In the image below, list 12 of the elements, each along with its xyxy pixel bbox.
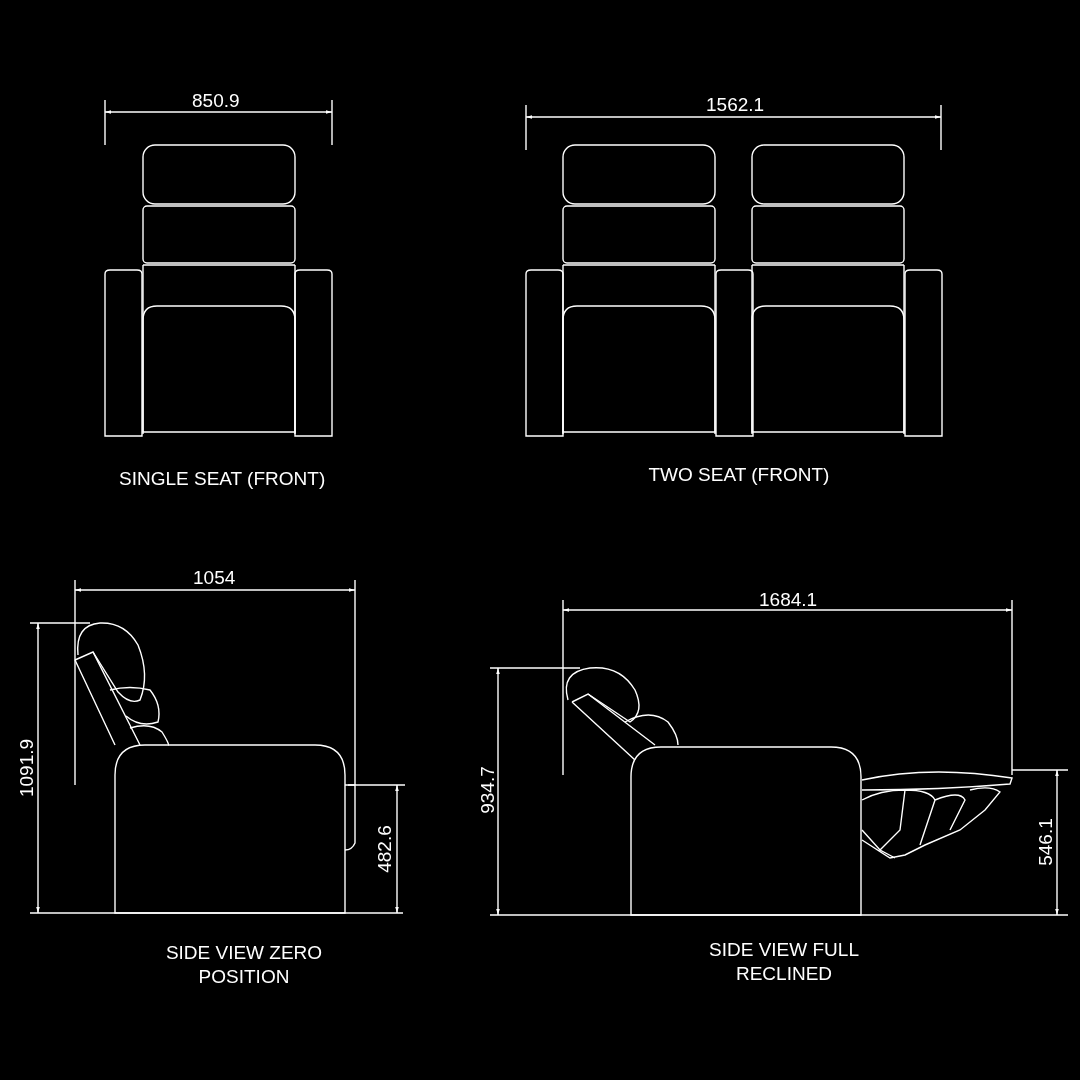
dimension-value: 1684.1 <box>759 588 818 612</box>
dimension-value: 1054 <box>193 566 236 590</box>
dimension-value: 482.6 <box>372 825 396 873</box>
dimension-value: 934.7 <box>475 766 499 814</box>
dimension-value: 546.1 <box>1033 818 1057 866</box>
view-caption: SIDE VIEW ZERO POSITION <box>164 941 324 989</box>
view-caption: SIDE VIEW FULL RECLINED <box>708 938 860 986</box>
dimension-value: 850.9 <box>192 89 240 113</box>
dimension-value: 1562.1 <box>706 93 765 117</box>
dimension-value: 1091.9 <box>15 738 39 798</box>
view-caption: SINGLE SEAT (FRONT) <box>119 467 326 491</box>
view-caption: TWO SEAT (FRONT) <box>648 463 830 487</box>
